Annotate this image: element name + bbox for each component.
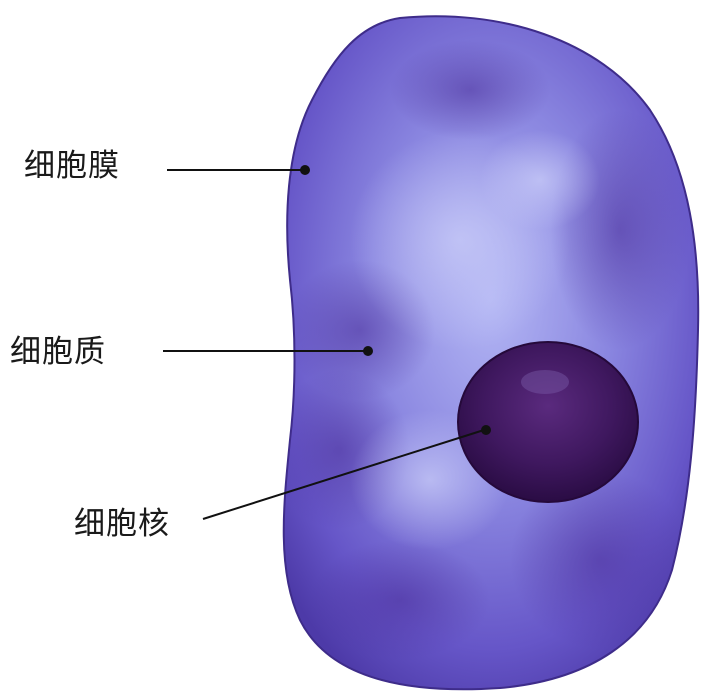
- cytoplasm-pointer-dot: [363, 346, 373, 356]
- label-cytoplasm: 细胞质: [10, 332, 106, 372]
- nucleus-highlight: [521, 370, 569, 394]
- membrane-pointer-dot: [300, 165, 310, 175]
- label-cell-membrane: 细胞膜: [24, 146, 120, 186]
- nucleus-pointer-dot: [481, 425, 491, 435]
- nucleus: [458, 342, 638, 502]
- label-nucleus: 细胞核: [74, 504, 170, 544]
